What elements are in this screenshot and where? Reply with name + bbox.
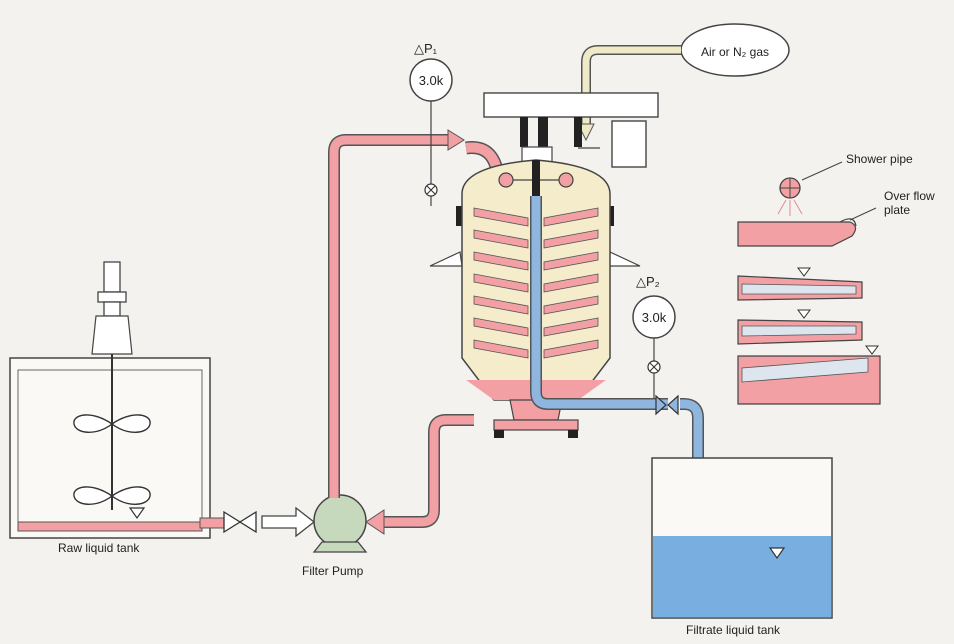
- check-valve-icon: [655, 394, 679, 416]
- feed-pipe: [329, 135, 450, 498]
- filter-pump-label: Filter Pump: [302, 564, 364, 578]
- raw-tank-label: Raw liquid tank: [58, 541, 140, 555]
- check-valve-icon: [223, 510, 257, 534]
- dp1-value: 3.0k: [419, 73, 444, 88]
- raw-tank-level-icon: [128, 507, 146, 520]
- shower-pipe-label: Shower pipe: [846, 152, 913, 166]
- drain-return-pipe: [380, 415, 474, 527]
- pressure-gauge-dp2: △P₂ 3.0k: [632, 274, 676, 398]
- dp2-symbol: △P₂: [636, 274, 660, 289]
- dp2-value: 3.0k: [642, 310, 667, 325]
- overflow-label-line1: Over flow: [884, 189, 935, 203]
- gas-pipe: [582, 46, 681, 128]
- drive-motor: [611, 120, 647, 168]
- filtrate-liquid-tank: [651, 457, 833, 619]
- agitator-motor: [103, 261, 121, 293]
- filter-vessel: [429, 92, 668, 438]
- filter-plates: [473, 207, 599, 359]
- valve-icon: [647, 360, 661, 374]
- filtrate-tank-level-icon: [768, 547, 786, 560]
- filtrate-collection-pipe: [531, 196, 668, 409]
- overflow-detail-inset: Shower pipe Over flow plate: [737, 152, 935, 405]
- filtrate-outlet-pipe: [680, 399, 703, 520]
- impeller-lower: [73, 486, 151, 505]
- raw-liquid-tank: [9, 261, 211, 539]
- filter-pump: [312, 494, 368, 553]
- valve-icon: [424, 183, 438, 197]
- filtrate-tank-label: Filtrate liquid tank: [686, 623, 781, 637]
- dp1-symbol: △P₁: [414, 41, 438, 56]
- air-gas-label: Air or N₂ gas: [701, 45, 769, 59]
- drive-plate: [483, 92, 659, 118]
- flow-arrow-to-pump: [261, 506, 316, 538]
- impeller-upper: [73, 414, 151, 433]
- overflow-label-line2: plate: [884, 203, 910, 217]
- pressure-gauge-dp1: △P₁ 3.0k: [409, 41, 453, 206]
